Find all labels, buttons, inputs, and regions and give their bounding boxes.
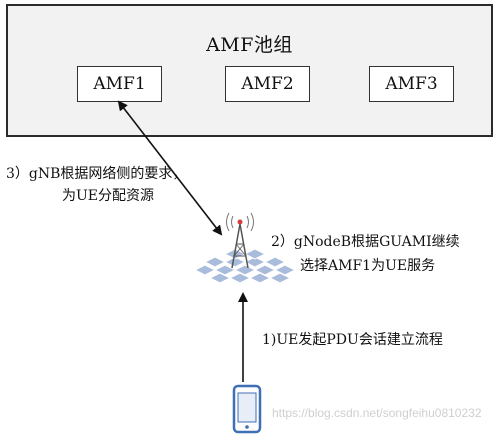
step2-label-line2: 选择AMF1为UE服务 xyxy=(300,258,436,274)
amf-pool-title: AMF池组 xyxy=(206,34,293,56)
step2-label-line1: 2）gNodeB根据GUAMI继续 xyxy=(271,234,460,250)
step3-label-line1: 3）gNB根据网络侧的要求， xyxy=(6,166,187,182)
amf3-box[interactable]: AMF3 xyxy=(369,66,454,102)
step1-label: 1)UE发起PDU会话建立流程 xyxy=(262,332,443,348)
amf-pool-container: AMF池组 AMF1 AMF2 AMF3 xyxy=(6,4,493,137)
step3-label-line2: 为UE分配资源 xyxy=(62,188,155,204)
watermark-text: https://blog.csdn.net/songfeihu0810232 xyxy=(272,406,482,420)
amf2-box[interactable]: AMF2 xyxy=(225,66,310,102)
base-station-icon[interactable] xyxy=(193,212,297,284)
amf1-gnb-link-arrow xyxy=(117,100,223,236)
mobile-phone-icon[interactable] xyxy=(232,384,262,434)
